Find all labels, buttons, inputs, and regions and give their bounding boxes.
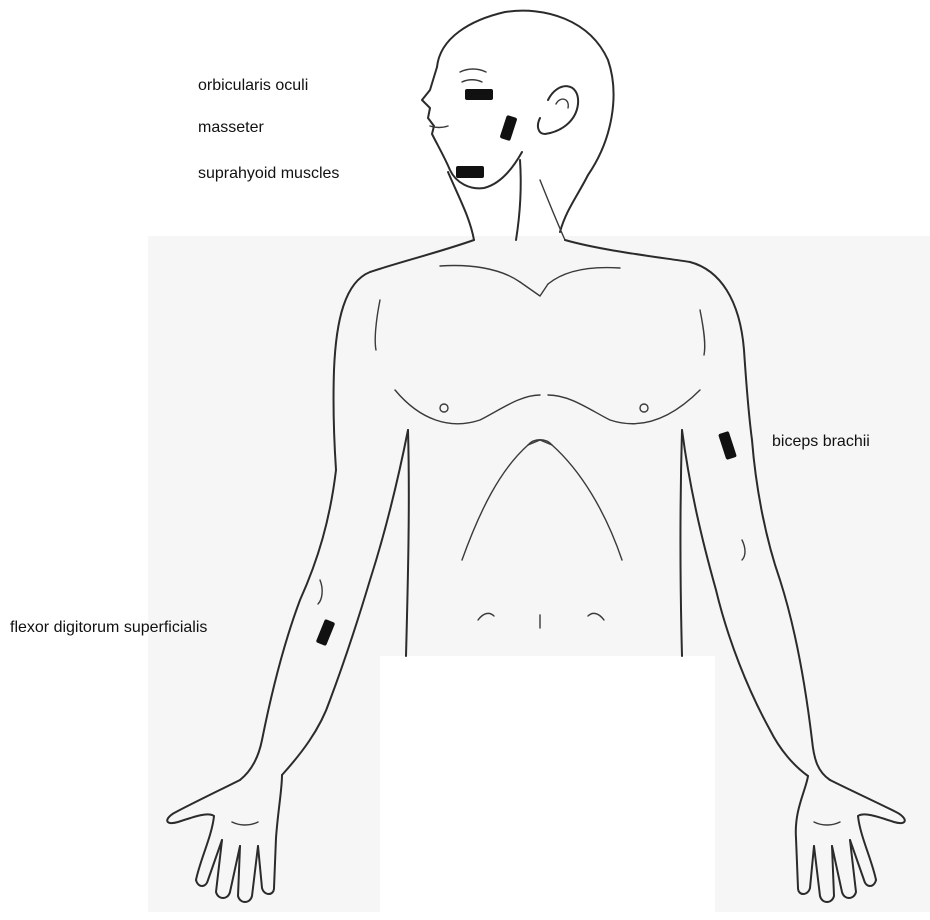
label-orbicularis-oculi: orbicularis oculi xyxy=(198,78,308,94)
electrode-orbicularis-oculi xyxy=(465,89,493,100)
label-biceps-brachii: biceps brachii xyxy=(772,434,870,450)
label-flexor-digitorum-superficialis: flexor digitorum superficialis xyxy=(10,620,207,636)
electrode-masseter xyxy=(500,115,518,141)
label-masseter: masseter xyxy=(198,120,264,136)
label-suprahyoid-muscles: suprahyoid muscles xyxy=(198,166,339,182)
background-panel-left xyxy=(148,656,380,912)
background-panel-right xyxy=(715,656,930,912)
electrode-suprahyoid xyxy=(456,166,484,178)
head-outline xyxy=(422,11,614,240)
